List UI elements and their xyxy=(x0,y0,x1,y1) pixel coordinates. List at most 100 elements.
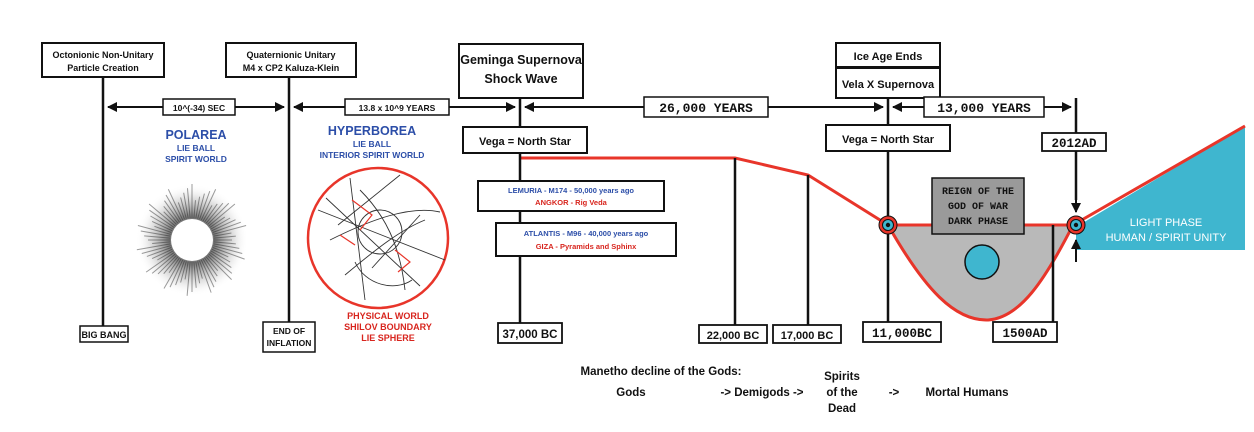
glow-ray xyxy=(202,205,213,222)
reign-line3: DARK PHASE xyxy=(948,217,1008,228)
glow-ray xyxy=(205,202,224,224)
interval-13000-frame xyxy=(923,96,1045,118)
manetho-spirits-3: Dead xyxy=(828,403,856,415)
quaternionic-line2: M4 x CP2 Kaluza-Klein xyxy=(243,63,340,73)
glow-ray xyxy=(193,261,197,288)
interval-13-8: 13.8 x 10^9 YEARS xyxy=(359,103,436,113)
interval-sec-frame xyxy=(162,98,236,116)
glow-ray xyxy=(207,202,230,225)
reign-line2: GOD OF WAR xyxy=(948,202,1008,213)
glow-ray xyxy=(165,194,182,222)
node-2012ad xyxy=(1066,215,1086,235)
interval-13000: 13,000 YEARS xyxy=(937,101,1031,116)
lemuria-frame xyxy=(477,180,665,212)
glow-ray xyxy=(213,235,236,239)
atlantis-frame xyxy=(495,222,677,257)
bc17000-frame xyxy=(772,324,842,344)
ice-age-label: Ice Age Ends xyxy=(854,51,923,63)
glow-ray xyxy=(163,205,179,224)
manetho-spirits-1: Spirits xyxy=(824,371,860,383)
glow-ray xyxy=(144,235,171,239)
hyperborea-sub1: LIE BALL xyxy=(353,139,391,149)
glow-ray xyxy=(140,230,171,237)
manetho-demigods: -> Demigods -> xyxy=(720,387,803,399)
vega-left-frame xyxy=(462,126,588,154)
manetho-arrow: -> xyxy=(889,387,900,399)
glow-ray xyxy=(136,243,171,251)
angkor-label: ANGKOR - Rig Veda xyxy=(535,198,608,207)
glow-ray xyxy=(208,203,236,227)
glow-ray xyxy=(209,252,232,268)
dark-phase-sphere xyxy=(964,244,1000,280)
polarea-sub1: LIE BALL xyxy=(177,143,215,153)
interval-13-8-frame xyxy=(344,98,450,116)
glow-ray xyxy=(163,256,179,275)
big-bang-label: BIG BANG xyxy=(82,330,127,340)
big-bang-frame xyxy=(79,325,129,343)
glow-ray xyxy=(163,258,182,289)
atlantis-label: ATLANTIS - M96 - 40,000 years ago xyxy=(524,229,649,238)
vega-right: Vega = North Star xyxy=(842,134,935,146)
glow-ray xyxy=(141,245,171,254)
glow-ray xyxy=(210,250,231,263)
ad2012-label: 2012AD xyxy=(1051,137,1097,151)
end-of-line1: END OF xyxy=(273,326,305,336)
end-of-inflation-frame xyxy=(262,321,316,353)
octonionic-line2: Particle Creation xyxy=(67,63,139,73)
glow-ray xyxy=(167,189,184,221)
geminga-line2: Shock Wave xyxy=(484,72,557,86)
glow-ray xyxy=(211,248,229,258)
manetho-title: Manetho decline of the Gods: xyxy=(580,366,741,378)
light-phase-line1: LIGHT PHASE xyxy=(1130,217,1203,229)
glow-ray xyxy=(199,260,212,293)
glow-ray xyxy=(157,255,177,275)
glow-ray xyxy=(200,189,217,221)
glow-ray xyxy=(151,220,173,232)
glow-ray xyxy=(149,209,175,228)
glow-ray xyxy=(180,261,187,283)
node-11000bc xyxy=(878,215,898,235)
glow-ray xyxy=(213,225,247,235)
polarea-sub2: SPIRIT WORLD xyxy=(165,154,227,164)
light-phase-region xyxy=(1076,126,1245,250)
manetho-spirits-2: of the xyxy=(826,387,857,399)
lie-ball-image xyxy=(136,184,248,296)
glow-ray xyxy=(137,225,171,235)
glow-ray xyxy=(193,200,196,219)
physical-world-1: PHYSICAL WORLD xyxy=(347,311,429,321)
glow-ray xyxy=(207,255,232,280)
interval-26000-frame xyxy=(643,96,769,118)
glow-ray xyxy=(200,259,215,288)
glow-ray xyxy=(212,221,242,233)
glow-ray xyxy=(146,247,172,257)
glow-ray xyxy=(205,256,219,271)
bc37000-label: 37,000 BC xyxy=(503,329,558,341)
glow-ray xyxy=(195,196,201,219)
glow-ray xyxy=(151,253,176,274)
hyperborea-title: HYPERBOREA xyxy=(328,124,416,138)
glow-ray xyxy=(154,225,172,233)
glow-ray xyxy=(186,261,191,296)
glow-ray xyxy=(145,252,175,273)
lie-sphere-drawing xyxy=(306,166,450,310)
glow-ray xyxy=(209,216,226,228)
glow-ray xyxy=(213,243,240,249)
glow-ray xyxy=(157,250,174,261)
ad1500-frame xyxy=(992,321,1058,343)
glow-ray xyxy=(151,248,173,260)
manetho-gods: Gods xyxy=(616,387,645,399)
geminga-line1: Geminga Supernova xyxy=(460,53,583,67)
physical-world-2: SHILOV BOUNDARY xyxy=(344,322,432,332)
glow-ray xyxy=(199,190,211,220)
glow-ray xyxy=(213,232,232,237)
vela-label: Vela X Supernova xyxy=(842,79,935,91)
glow-ray xyxy=(169,259,184,288)
glow-ray xyxy=(177,202,185,220)
glow-ray xyxy=(175,260,185,286)
glow-ray xyxy=(208,253,233,274)
reign-line1: REIGN OF THE xyxy=(942,187,1014,198)
physical-world-3: LIE SPHERE xyxy=(361,333,415,343)
glow-ray xyxy=(204,203,218,223)
